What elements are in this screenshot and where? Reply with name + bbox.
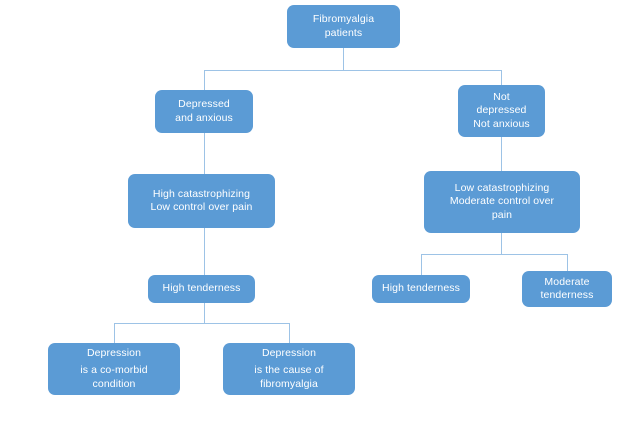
node-label-line: condition bbox=[92, 377, 136, 390]
connector-right-split-bar bbox=[421, 254, 567, 255]
connector-high-cat-to-tender bbox=[204, 228, 205, 275]
node-label-line: High catastrophizing bbox=[152, 187, 251, 200]
connector-bottom-to-comorbid bbox=[114, 323, 115, 343]
connector-bottom-to-cause bbox=[289, 323, 290, 343]
node-label-line: fibromyalgia bbox=[260, 377, 318, 390]
connector-not-dep-to-low-cat bbox=[501, 137, 502, 171]
node-label-line: Moderate bbox=[544, 275, 590, 288]
node-label-line: Not bbox=[493, 90, 510, 103]
connector-bottom-split-bar bbox=[114, 323, 289, 324]
node-label-line: Depression bbox=[261, 346, 317, 359]
node-label-line: tenderness bbox=[540, 289, 594, 301]
node-label-line: High tenderness bbox=[382, 282, 460, 295]
node-label-line: patients bbox=[324, 26, 363, 39]
node-label-line: Moderate control over bbox=[449, 195, 555, 208]
node-label-line: Low catastrophizing bbox=[454, 181, 550, 194]
node-label-line: and anxious bbox=[175, 111, 233, 124]
connector-depressed-to-high-cat bbox=[204, 133, 205, 174]
node-label-line: is a co-morbid bbox=[80, 364, 148, 377]
node-label-line: Not anxious bbox=[473, 117, 530, 130]
node-label-line: is the cause of bbox=[254, 364, 324, 377]
node-label-line: Low control over pain bbox=[150, 201, 253, 213]
connector-right-to-high-tender bbox=[421, 254, 422, 275]
node-high-tenderness-right[interactable]: High tenderness bbox=[372, 275, 470, 303]
connector-right-to-mod-tender bbox=[567, 254, 568, 271]
connector-root-to-not-depressed bbox=[501, 70, 502, 85]
node-label-line: pain bbox=[491, 208, 513, 221]
connector-root-to-depressed bbox=[204, 70, 205, 90]
node-label-line: depressed bbox=[476, 104, 527, 117]
connector-root-split-bar bbox=[204, 70, 502, 71]
node-label-line: Depressed bbox=[178, 98, 230, 110]
node-label-line: Depression bbox=[86, 346, 142, 359]
connector-root-stem bbox=[343, 48, 344, 70]
node-high-tenderness-left[interactable]: High tenderness bbox=[148, 275, 255, 303]
connector-low-cat-stem bbox=[501, 233, 502, 254]
node-label-line: Fibromyalgia bbox=[312, 13, 375, 25]
node-label-line: High tenderness bbox=[162, 282, 241, 295]
connector-tender-stem bbox=[204, 303, 205, 323]
